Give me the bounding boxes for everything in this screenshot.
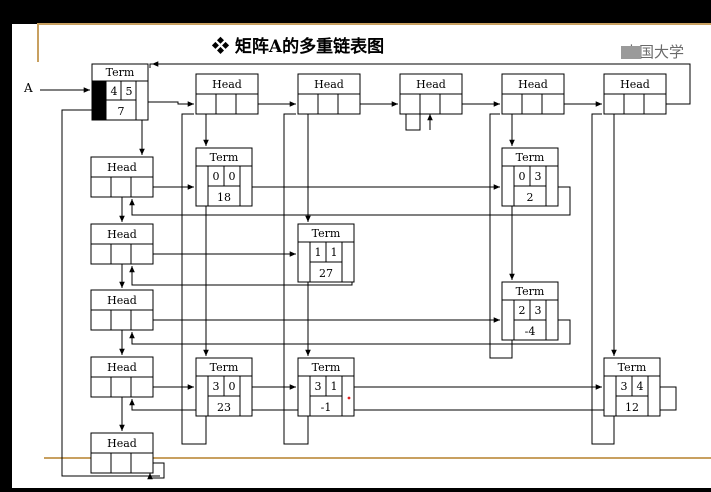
- header-rows: 4: [111, 85, 118, 98]
- link-edges: [40, 61, 691, 480]
- term-row: 3: [315, 380, 322, 393]
- term-value: -4: [525, 325, 536, 338]
- head-label: Head: [107, 228, 137, 241]
- term-value: 23: [217, 401, 231, 414]
- row-head-2: Head: [90, 289, 154, 331]
- term-col: 1: [331, 380, 338, 393]
- term-label: Term: [618, 361, 647, 374]
- head-label: Head: [107, 361, 137, 374]
- link-arrow: [591, 113, 615, 445]
- header-cols: 5: [126, 85, 133, 98]
- link-arrow: [283, 113, 309, 445]
- column-head-0: Head: [195, 73, 259, 115]
- head-label: Head: [107, 437, 137, 450]
- term-value: 18: [217, 191, 231, 204]
- head-label: Head: [416, 78, 446, 91]
- term-row: 3: [621, 380, 628, 393]
- head-label: Head: [314, 78, 344, 91]
- term-label: Term: [210, 151, 239, 164]
- matrix-label: A: [23, 81, 33, 95]
- term-label: Term: [312, 227, 341, 240]
- term-col: 3: [535, 170, 542, 183]
- link-arrow: [405, 114, 421, 131]
- column-head-1: Head: [297, 73, 361, 115]
- link-arrow: [129, 386, 677, 411]
- term-value: -1: [321, 401, 332, 414]
- term-col: 4: [637, 380, 644, 393]
- red-dot-mark: [347, 396, 351, 400]
- link-arrow: [181, 113, 207, 445]
- term-value: 12: [625, 401, 639, 414]
- slide-border-decoration: [37, 23, 711, 62]
- header-black-tag: [92, 81, 106, 120]
- column-head-2: Head: [399, 73, 463, 115]
- link-arrow: [489, 113, 513, 359]
- link-arrow: [147, 462, 165, 480]
- term-label: Term: [516, 285, 545, 298]
- column-head-4: Head: [603, 73, 667, 115]
- header-label: Term: [106, 66, 135, 79]
- row-head-4: Head: [90, 432, 154, 474]
- watermark-logo-icon: [621, 46, 641, 59]
- head-label: Head: [620, 78, 650, 91]
- term-row: 0: [519, 170, 526, 183]
- head-label: Head: [107, 161, 137, 174]
- link-arrow: [129, 319, 571, 345]
- head-label: Head: [107, 294, 137, 307]
- term-col: 0: [229, 380, 236, 393]
- column-head-3: Head: [501, 73, 565, 115]
- slide-title: ❖ 矩阵A的多重链表图: [211, 36, 384, 57]
- link-arrow: [148, 101, 194, 107]
- term-col: 3: [535, 304, 542, 317]
- term-row: 2: [519, 304, 526, 317]
- term-col: 1: [331, 246, 338, 259]
- row-head-0: Head: [90, 156, 154, 198]
- term-label: Term: [312, 361, 341, 374]
- term-label: Term: [210, 361, 239, 374]
- term-label: Term: [516, 151, 545, 164]
- term-row: 3: [213, 380, 220, 393]
- term-value: 2: [527, 191, 534, 204]
- term-row: 0: [213, 170, 220, 183]
- term-value: 27: [319, 267, 333, 280]
- term-col: 0: [229, 170, 236, 183]
- head-label: Head: [212, 78, 242, 91]
- header-value: 7: [118, 105, 125, 118]
- head-label: Head: [518, 78, 548, 91]
- link-arrow: [129, 186, 571, 216]
- term-row: 1: [315, 246, 322, 259]
- row-head-3: Head: [90, 356, 154, 398]
- row-head-1: Head: [90, 223, 154, 265]
